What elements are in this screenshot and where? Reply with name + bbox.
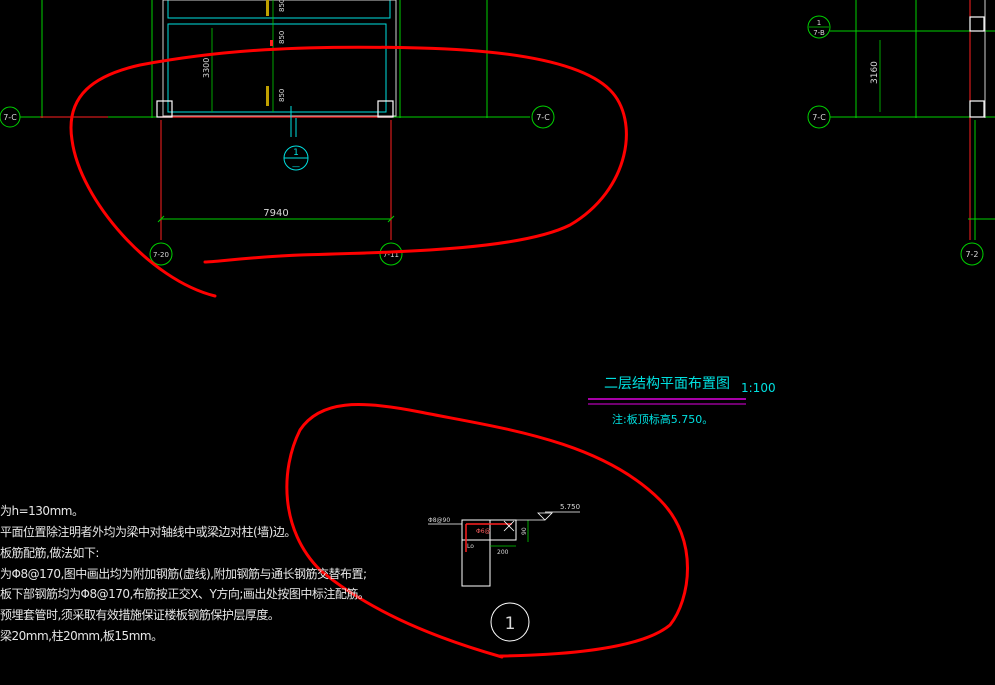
annotation-circle-top[interactable] [69,45,628,298]
column[interactable] [377,100,394,118]
drawing-scale: 1:100 [741,381,776,395]
svg-text:7-11: 7-11 [383,251,399,259]
svg-text:7-20: 7-20 [153,251,169,259]
detail-elevation: 5.750 [560,503,580,511]
section-marker-top: 1 [293,148,299,158]
detail-number-marker[interactable] [490,602,530,642]
detail-tag2: Φ6@ [476,528,491,535]
rebar-mark [266,86,269,106]
plan-left: 7940 3300 850 850 850 1 — 7-C 7-C 7-20 [0,0,555,266]
dimension-small-mid: 850 [278,89,286,102]
column[interactable] [969,16,985,32]
svg-text:1: 1 [817,19,821,27]
wall-outline [162,0,397,117]
dimension-height-left: 3300 [202,58,211,78]
detail-tag: Φ8@90 [428,517,450,524]
axis-bubble-7-2[interactable]: 7-2 [960,242,984,266]
svg-text:7-C: 7-C [536,113,550,122]
column[interactable] [969,100,985,118]
note-line: 为Φ8@170,图中画出均为附加钢筋(虚线),附加钢筋与通长钢筋交替布置; [0,567,367,581]
axis-bubble-7c-mid[interactable]: 7-C [531,105,555,129]
dimension-small-top: 850 [278,0,286,12]
axis-bubble-7c-right[interactable]: 7-C [807,105,831,129]
svg-text:7-2: 7-2 [965,250,978,259]
axis-bubble-7-20[interactable]: 7-20 [149,242,173,266]
section-marker-bottom: — [292,162,300,171]
dimension-height-right: 3160 [870,61,880,84]
column[interactable] [156,100,173,118]
room-outline [167,0,391,19]
detail-number: 1 [505,614,516,634]
detail-1: Φ8@90 Φ6@ Lo 90 200 5.750 1 [428,503,580,642]
room-outline [167,23,387,113]
drawing-title-block: 二层结构平面布置图 1:100 注:板顶标高5.750。 [588,376,776,426]
axis-bubble-7c-left[interactable]: 7-C [0,106,21,128]
dimension-span: 7940 [263,208,288,219]
detail-dim-a: 90 [521,527,528,535]
detail-dim-b: 200 [497,549,509,556]
axis-bubble-7b[interactable]: 1 7-B [807,15,831,39]
note-line: 平面位置除注明者外均为梁中对轴线中或梁边对柱(墙)边。 [0,525,296,539]
note-line: 板筋配筋,做法如下: [0,546,99,560]
plan-right: 3160 1 7-B 7-C 7-2 [807,0,995,266]
rebar-mark [266,0,269,16]
drawing-note: 注:板顶标高5.750。 [612,412,713,426]
axis-bubble-7-11[interactable]: 7-11 [379,242,403,266]
svg-text:7-B: 7-B [813,29,825,37]
note-line: 为h=130mm。 [0,504,84,518]
svg-text:7-C: 7-C [3,113,17,122]
elevation-marker [537,512,553,521]
note-line: 梁20mm,柱20mm,板15mm。 [0,629,163,643]
detail-dim-lo: Lo [467,543,474,550]
note-line: 板下部钢筋均为Φ8@170,布筋按正交X、Y方向;画出处按图中标注配筋。 [0,587,370,601]
svg-text:7-C: 7-C [812,113,826,122]
note-line: 预埋套管时,须采取有效措施保证楼板钢筋保护层厚度。 [0,608,280,622]
dimension-small-upper: 850 [278,31,286,44]
annotation-circle-bottom[interactable] [285,403,689,659]
drawing-title[interactable]: 二层结构平面布置图 [604,376,730,392]
